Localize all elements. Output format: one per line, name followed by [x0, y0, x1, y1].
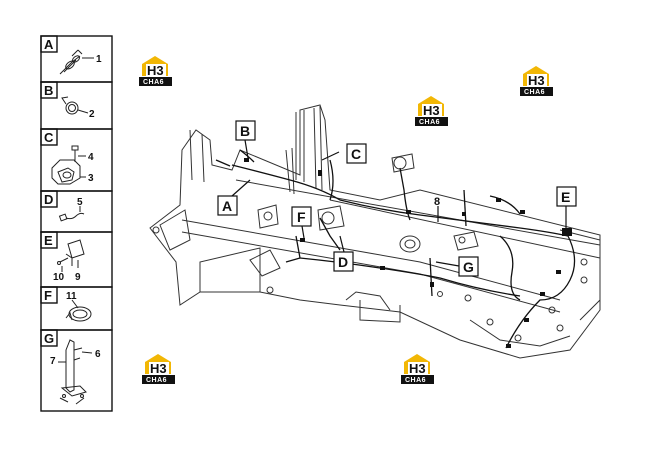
legend-number-3: 3 — [88, 173, 94, 184]
callout-letter-c: C — [351, 146, 361, 162]
callout-letter-b: B — [240, 123, 250, 139]
callout-letter-g: G — [463, 259, 474, 275]
tall-bracket-icon — [58, 339, 93, 405]
logo-subtext: CHA6 — [143, 79, 164, 86]
clip-part-icon — [59, 49, 94, 75]
callout-box-f — [291, 206, 312, 227]
mount-bracket-icon — [57, 239, 85, 272]
harness-number-label: 8 — [434, 196, 440, 208]
bracket-bolt-icon — [51, 145, 86, 185]
callout-box-a — [217, 195, 238, 216]
legend-letter-c: C — [44, 130, 54, 145]
legend-letter-a: A — [44, 37, 54, 52]
legend-number-10: 10 — [53, 272, 65, 283]
chassis-frame-drawing — [149, 104, 601, 359]
harness-connectors — [244, 158, 572, 348]
legend-number-1: 1 — [96, 54, 102, 65]
legend-letter-f: F — [44, 288, 52, 303]
callout-box-g — [458, 256, 479, 277]
legend-letter-e: E — [44, 233, 53, 248]
wiring-harness — [215, 149, 576, 349]
legend-number-2: 2 — [89, 109, 95, 120]
callout-box-c — [346, 143, 367, 164]
callout-box-b — [235, 120, 256, 141]
legend-panel-g — [40, 329, 113, 412]
legend-letters: A B C D E F G — [44, 37, 54, 346]
logo-subtext: CHA6 — [146, 377, 167, 384]
logo-mark: H3 — [150, 361, 167, 376]
logo-mark: H3 — [423, 103, 440, 118]
legend-number-11: 11 — [66, 291, 77, 302]
cable-loop-icon — [65, 299, 92, 322]
connector-icon — [58, 206, 85, 222]
legend-number-4: 4 — [88, 152, 94, 163]
legend-number-6: 6 — [95, 349, 101, 360]
legend-number-5: 5 — [77, 197, 83, 208]
legend-number-7: 7 — [50, 356, 56, 367]
legend-letter-d: D — [44, 192, 53, 207]
loop-clamp-icon — [61, 96, 89, 115]
logo-mark: H3 — [409, 361, 426, 376]
callout-letter-e: E — [561, 189, 570, 205]
callout-letter-f: F — [297, 209, 306, 225]
callout-letter-d: D — [338, 254, 348, 270]
logo-mark: H3 — [528, 73, 545, 88]
logo-subtext: CHA6 — [524, 89, 545, 96]
callout-box-d — [333, 251, 354, 272]
logo-mark: H3 — [147, 63, 164, 78]
logo-subtext: CHA6 — [419, 119, 440, 126]
logo-subtext: CHA6 — [405, 377, 426, 384]
legend-number-9: 9 — [75, 272, 81, 283]
callout-box-e — [556, 186, 577, 207]
legend-letter-b: B — [44, 83, 53, 98]
callout-letter-a: A — [222, 198, 232, 214]
legend-numbers: 1 2 4 3 5 10 9 11 7 6 — [50, 54, 102, 367]
callouts — [217, 120, 577, 277]
legend-letter-g: G — [44, 331, 54, 346]
legend-column — [40, 35, 113, 412]
legend-part-sketches — [51, 49, 94, 405]
callout-letters: B A C F D G E 8 — [222, 123, 570, 275]
